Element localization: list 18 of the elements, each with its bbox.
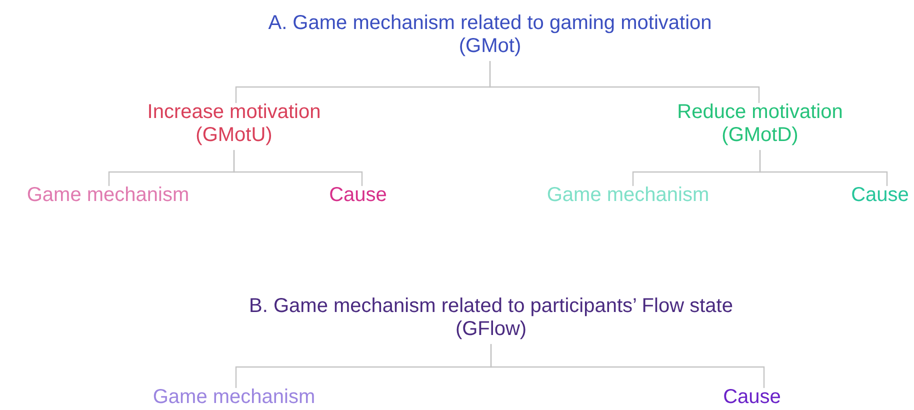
tree-label: (GFlow) [454, 318, 528, 341]
tree-label: A. Game mechanism related to gaming motivation [268, 12, 712, 35]
tree-label: Cause [723, 386, 781, 409]
tree-label: Cause [851, 184, 909, 207]
tree-label: Game mechanism [26, 184, 190, 207]
tree-label: Reduce motivation [677, 101, 843, 124]
tree-label: (GMot) [458, 35, 522, 58]
tree-label: Game mechanism [152, 386, 316, 409]
tree-connector [490, 344, 765, 388]
tree-label: Game mechanism [546, 184, 710, 207]
tree-label: Increase motivation [147, 101, 321, 124]
tree-label: Cause [329, 184, 387, 207]
tree-connector [489, 61, 760, 103]
tree-label: (GMotD) [720, 124, 800, 147]
tree-label: (GMotU) [194, 124, 274, 147]
tree-label: B. Game mechanism related to participants’ Flow state [249, 295, 733, 318]
tree-connector [759, 150, 888, 186]
tree-connector [233, 150, 363, 186]
